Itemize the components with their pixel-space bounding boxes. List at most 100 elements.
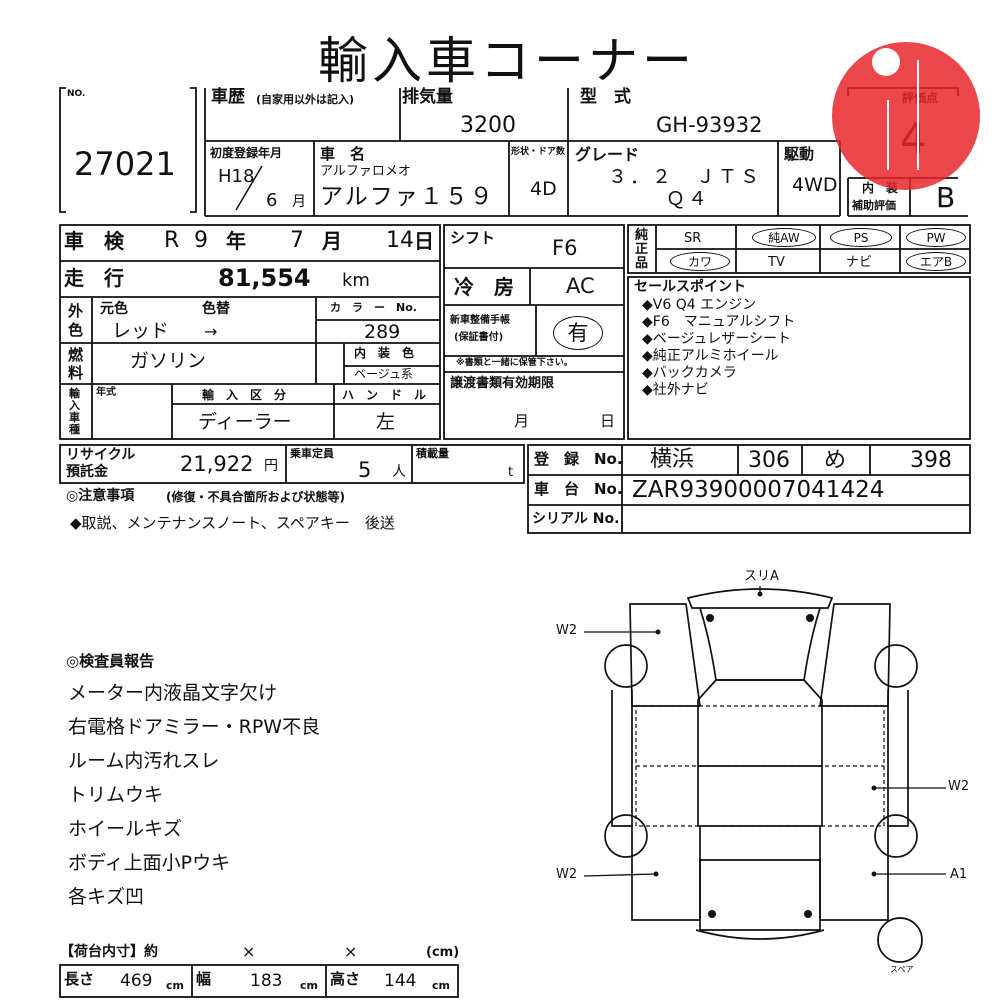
drive-label: 駆動 — [784, 145, 815, 163]
inspection-label: 車 検 — [64, 229, 124, 253]
registration-number: 398 — [910, 448, 952, 473]
sales-point-5: ◆バックカメラ — [642, 365, 737, 381]
displacement-value: 3200 — [460, 113, 516, 138]
notes-header: ◎注意事項 — [66, 488, 135, 504]
cargo-height: 144 — [384, 971, 417, 991]
registration-kana: め — [824, 448, 847, 473]
grade-line2: Ｑ４ — [666, 188, 711, 210]
no-value: 27021 — [74, 145, 176, 183]
equip-pw: PW — [906, 228, 966, 247]
first-reg-year: H18 — [218, 166, 255, 187]
equip-ps: PS — [830, 228, 892, 247]
model-type-label: 型 式 — [580, 87, 631, 107]
manual-label-1: 新車整備手帳 — [450, 315, 510, 326]
color-arrow: → — [204, 322, 218, 341]
registration-label: 登 録 No. — [534, 450, 623, 468]
serial-label: シリアル No. — [532, 511, 620, 527]
sales-point-4: ◆純正アルミホイール — [642, 348, 779, 364]
recycle-value: 21,922 — [180, 452, 254, 476]
diagram-top-label: スリA — [744, 569, 779, 584]
capacity-label: 乗車定員 — [290, 447, 334, 460]
first-reg-month: 6 — [266, 190, 278, 211]
diagram-w2-rear-left: W2 — [556, 867, 578, 882]
inspection-year-unit: 年 — [226, 229, 246, 253]
notes-text: ◆取説、メンテナンスノート、スペアキー 後送 — [70, 514, 395, 532]
cargo-width-label: 幅 — [196, 970, 212, 988]
car-name-label: 車 名 — [320, 145, 366, 163]
report-header: ◎検査員報告 — [66, 652, 155, 670]
ac-value: AC — [566, 274, 595, 298]
history-label: 車歴 — [211, 87, 245, 107]
cargo-width-unit: cm — [300, 979, 318, 992]
cargo-length: 469 — [120, 971, 153, 991]
manual-note: ※書類と一緒に保管下さい。 — [456, 358, 573, 368]
chassis-label: 車 台 No. — [534, 480, 623, 498]
inspection-month: 7 — [290, 228, 304, 253]
inspection-day: 14 — [386, 228, 414, 253]
model-type-value: GH-93932 — [656, 113, 763, 137]
fuel-value: ガソリン — [130, 350, 207, 372]
recycle-unit: 円 — [264, 458, 278, 474]
cargo-x2: × — [344, 942, 358, 961]
equip-airbag: エアB — [906, 252, 966, 271]
import-year-label: 年式 — [96, 387, 116, 398]
page-title: 輸入車コーナー — [318, 32, 696, 90]
cargo-header: 【荷台内寸】約 — [60, 944, 158, 960]
first-reg-month-unit: 月 — [292, 194, 306, 210]
interior-value: B — [936, 181, 956, 214]
int-color-label: 内 装 色 — [354, 346, 415, 360]
mileage-value: 81,554 — [218, 264, 311, 292]
capacity-unit: 人 — [392, 464, 406, 480]
manual-value: 有 — [567, 321, 589, 345]
cargo-x1: × — [242, 942, 256, 961]
diagram-spare-label: スペア — [890, 965, 914, 974]
transfer-day: 日 — [600, 412, 616, 430]
cargo-width: 183 — [250, 971, 283, 991]
report-item-7: 各キズ凹 — [68, 886, 145, 908]
registration-class: 306 — [748, 448, 790, 473]
drive-value: 4WD — [792, 174, 838, 196]
color-code-label: カ ラ ー No. — [330, 301, 417, 314]
color-side-label: 外色 — [68, 302, 84, 339]
recycle-label-1: リサイクル — [66, 447, 136, 463]
import-side-label: 輸入車種 — [69, 387, 80, 436]
color-code: 289 — [364, 321, 401, 343]
inspection-era: R — [164, 228, 180, 253]
handle-label: ハ ン ド ル — [342, 388, 427, 402]
transfer-label: 譲渡書類有効期限 — [450, 376, 555, 391]
notes-header-note: (修復・不具合箇所および状態等) — [166, 490, 345, 504]
displacement-label: 排気量 — [402, 87, 453, 107]
equip-tv: TV — [768, 255, 785, 270]
color-change-label: 色替 — [202, 301, 230, 317]
report-item-1: メーター内液晶文字欠け — [68, 682, 278, 704]
inspection-year: 9 — [194, 228, 208, 253]
mileage-label: 走 行 — [64, 266, 124, 290]
sales-point-3: ◆ベージュレザーシート — [642, 331, 791, 347]
car-name-value: アルファ１５９ — [320, 184, 495, 210]
car-maker: アルファロメオ — [320, 164, 411, 179]
doors-value: 4D — [530, 178, 557, 200]
handle-value: 左 — [376, 411, 396, 433]
inspection-day-unit: 日 — [414, 229, 434, 253]
sales-point-2: ◆F6 マニュアルシフト — [642, 314, 796, 330]
color-orig-label: 元色 — [100, 301, 128, 317]
registration-area: 横浜 — [650, 447, 695, 472]
cargo-height-label: 高さ — [330, 970, 361, 988]
cargo-height-unit: cm — [432, 979, 450, 992]
report-item-5: ホイールキズ — [68, 818, 183, 840]
doors-label: 形状・ドア数 — [511, 147, 566, 157]
manual-label-2: (保証書付) — [454, 332, 504, 343]
grade-line1: ３．２ ＪＴＳ — [608, 166, 763, 188]
import-type-label: 輸 入 区 分 — [202, 388, 287, 402]
import-type: ディーラー — [198, 411, 292, 433]
diagram-w2-front-left: W2 — [556, 623, 578, 638]
sales-points-label: セールスポイント — [634, 279, 746, 295]
load-unit: t — [508, 465, 514, 480]
shift-value: F6 — [552, 236, 578, 260]
report-item-2: 右電格ドアミラー・RPW不良 — [68, 716, 321, 738]
int-color: ベージュ系 — [354, 367, 413, 381]
sales-point-1: ◆V6 Q4 エンジン — [642, 297, 757, 313]
